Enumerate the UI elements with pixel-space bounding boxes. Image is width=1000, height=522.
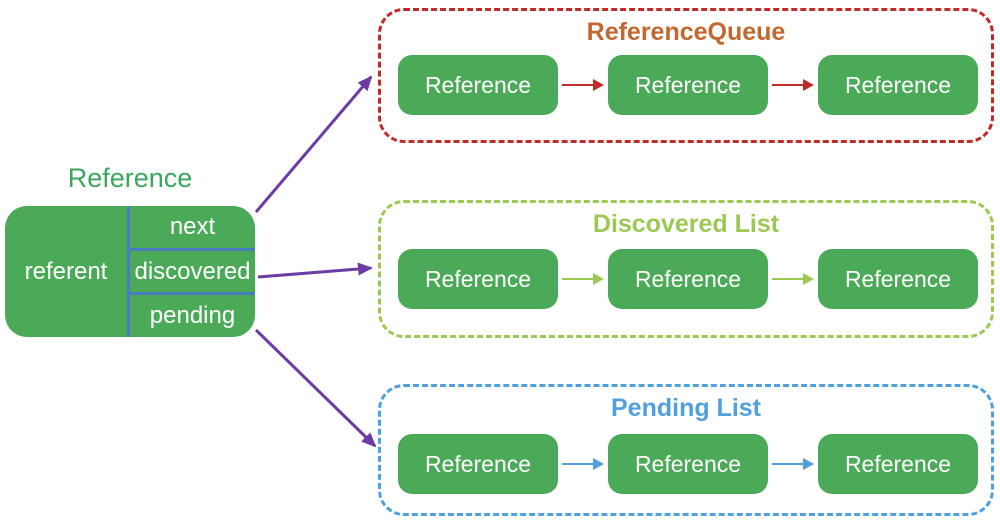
referent-cell: referent — [24, 257, 108, 285]
arrow-right-icon — [558, 458, 608, 470]
arrow-right-icon — [768, 273, 818, 285]
reference-node: Reference — [608, 249, 768, 309]
arrow-right-icon — [768, 79, 818, 91]
reference-queue-nodes: Reference Reference Reference — [398, 55, 978, 115]
pending-list-nodes: Reference Reference Reference — [398, 434, 978, 494]
pending-list-title: Pending List — [611, 394, 761, 422]
reference-fields: next discovered pending — [130, 206, 255, 337]
arrow-right-icon — [768, 458, 818, 470]
field-cell-pending: pending — [149, 302, 236, 330]
arrow-right-icon — [558, 79, 608, 91]
reference-node: Reference — [398, 434, 558, 494]
reference-struct: referent next discovered pending — [5, 206, 255, 337]
reference-node: Reference — [608, 55, 768, 115]
discovered-list-nodes: Reference Reference Reference — [398, 249, 978, 309]
reference-node: Reference — [818, 55, 978, 115]
horizontal-divider — [130, 292, 255, 296]
reference-class-title: Reference — [67, 163, 193, 193]
link-arrow-to-discovered-list — [257, 262, 373, 279]
reference-node: Reference — [818, 434, 978, 494]
reference-queue-title: ReferenceQueue — [586, 18, 786, 46]
arrow-right-icon — [558, 273, 608, 285]
horizontal-divider — [130, 247, 255, 251]
reference-node: Reference — [608, 434, 768, 494]
link-arrow-to-pending-list — [254, 328, 377, 448]
reference-node: Reference — [398, 249, 558, 309]
pending-list-container: Pending List Reference Reference Referen… — [378, 384, 994, 516]
field-cell-discovered: discovered — [134, 257, 251, 285]
vertical-divider — [127, 206, 130, 337]
discovered-list-container: Discovered List Reference Reference Refe… — [378, 200, 994, 338]
discovered-list-title: Discovered List — [592, 210, 780, 238]
reference-queue-container: ReferenceQueue Reference Reference Refer… — [378, 8, 994, 143]
field-cell-next: next — [169, 212, 216, 240]
link-arrow-to-reference-queue — [254, 75, 373, 213]
reference-node: Reference — [398, 55, 558, 115]
reference-node: Reference — [818, 249, 978, 309]
